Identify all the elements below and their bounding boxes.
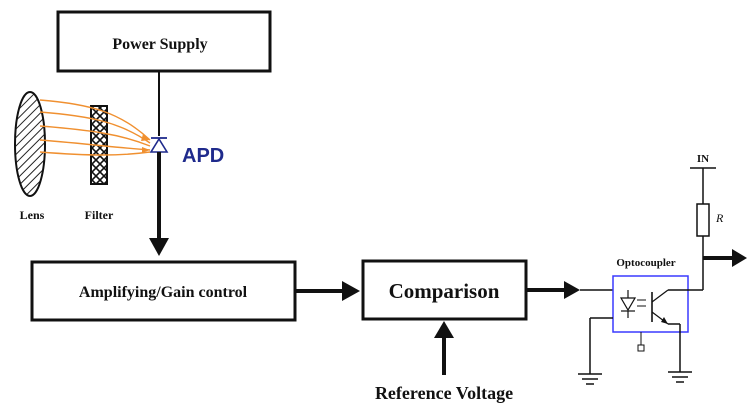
optocoupler-box — [612, 275, 689, 333]
reference-voltage-arrowhead — [434, 321, 454, 338]
light-rays — [39, 99, 151, 156]
power-supply-label: Power Supply — [112, 36, 207, 53]
lens-icon — [14, 91, 46, 197]
comparison-to-opto-arrowhead — [564, 281, 580, 299]
lens-label: Lens — [20, 208, 45, 222]
apd-diode-icon — [149, 137, 169, 153]
resistor-icon — [696, 203, 710, 237]
resistor-label: R — [715, 211, 724, 225]
apd-to-amp-arrowhead — [149, 238, 169, 256]
reference-voltage-label: Reference Voltage — [375, 383, 513, 403]
opto-base-pin — [637, 344, 645, 352]
ground-left-icon — [578, 317, 613, 385]
ground-right-icon — [668, 323, 692, 383]
amplifying-gain-control-block: Amplifying/Gain control — [30, 260, 297, 322]
input-label: IN — [697, 153, 709, 165]
comparison-label: Comparison — [389, 279, 500, 303]
amp-to-comparison-arrowhead — [342, 281, 360, 301]
apd-label: APD — [182, 145, 224, 167]
optocoupler-label: Optocoupler — [616, 257, 675, 269]
comparison-block: Comparison — [361, 259, 528, 321]
amplifying-label: Amplifying/Gain control — [79, 284, 248, 301]
output-arrowhead — [732, 249, 747, 267]
filter-label: Filter — [85, 208, 114, 222]
power-supply-block: Power Supply — [56, 10, 272, 73]
